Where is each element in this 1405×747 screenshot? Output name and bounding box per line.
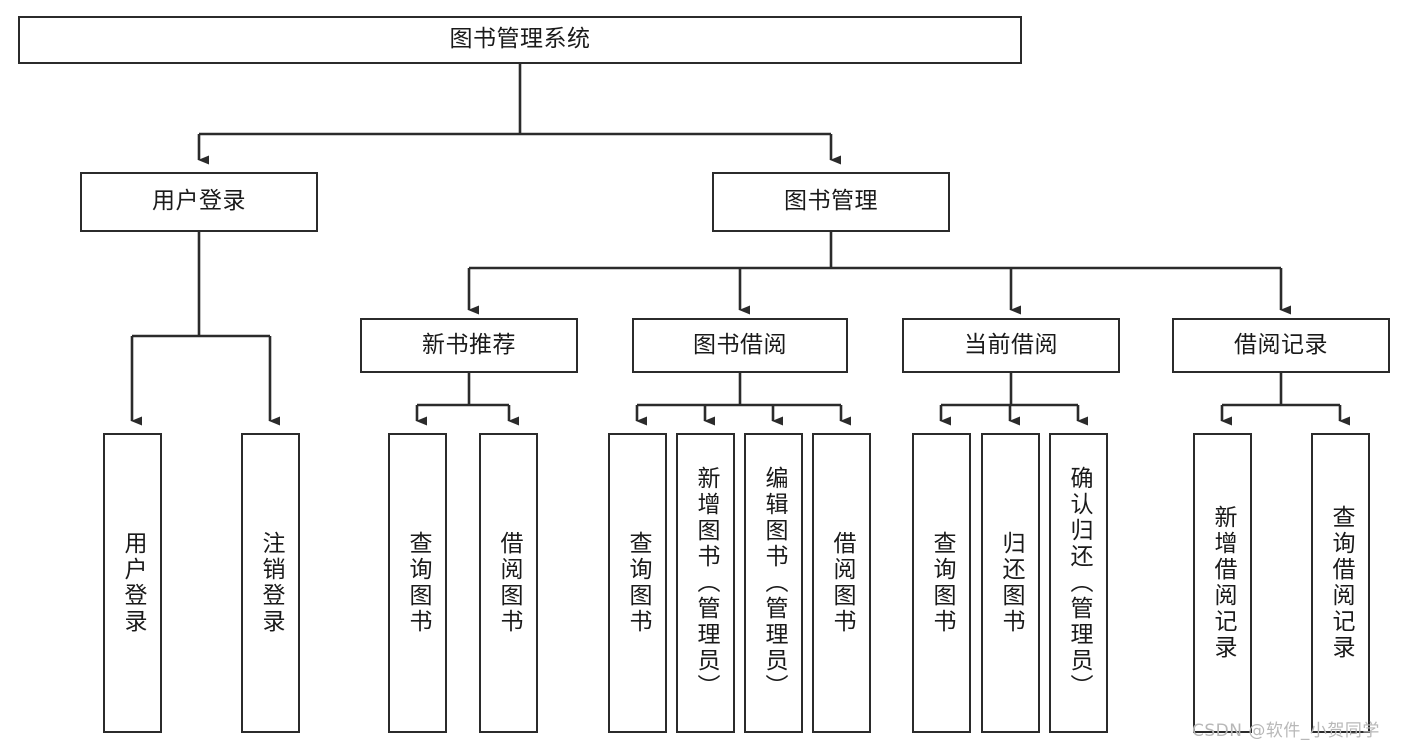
node-root-system[interactable]: 图书管理系统	[18, 16, 1022, 64]
leaf-user-login-2[interactable]: 注销登录	[241, 433, 300, 733]
node-book-management[interactable]: 图书管理	[712, 172, 950, 232]
node-book-borrow-label: 图书借阅	[693, 331, 787, 358]
leaf-book-borrow-3-label: 编辑图书（管理员）	[761, 466, 787, 700]
node-new-book-recommend-label: 新书推荐	[422, 331, 516, 358]
node-user-login-label: 用户登录	[152, 188, 246, 215]
leaf-user-login-1[interactable]: 用户登录	[103, 433, 162, 733]
leaf-borrow-record-1-label: 新增借阅记录	[1210, 505, 1236, 661]
node-new-book-recommend[interactable]: 新书推荐	[360, 318, 578, 373]
node-current-borrow[interactable]: 当前借阅	[902, 318, 1120, 373]
leaf-current-borrow-1-label: 查询图书	[929, 531, 955, 635]
leaf-book-borrow-4[interactable]: 借阅图书	[812, 433, 871, 733]
leaf-book-borrow-1-label: 查询图书	[625, 531, 651, 635]
leaf-current-borrow-3[interactable]: 确认归还（管理员）	[1049, 433, 1108, 733]
node-current-borrow-label: 当前借阅	[964, 331, 1058, 358]
leaf-borrow-record-1[interactable]: 新增借阅记录	[1193, 433, 1252, 733]
leaf-user-login-1-label: 用户登录	[120, 531, 146, 635]
leaf-new-book-1-label: 查询图书	[405, 531, 431, 635]
node-book-management-label: 图书管理	[784, 188, 878, 215]
leaf-borrow-record-2[interactable]: 查询借阅记录	[1311, 433, 1370, 733]
leaf-book-borrow-4-label: 借阅图书	[829, 531, 855, 635]
leaf-book-borrow-2[interactable]: 新增图书（管理员）	[676, 433, 735, 733]
node-book-borrow[interactable]: 图书借阅	[632, 318, 848, 373]
leaf-book-borrow-1[interactable]: 查询图书	[608, 433, 667, 733]
leaf-book-borrow-3[interactable]: 编辑图书（管理员）	[744, 433, 803, 733]
leaf-current-borrow-2-label: 归还图书	[998, 531, 1024, 635]
node-root-system-label: 图书管理系统	[449, 26, 591, 53]
leaf-user-login-2-label: 注销登录	[258, 531, 284, 635]
leaf-new-book-1[interactable]: 查询图书	[388, 433, 447, 733]
node-borrow-record[interactable]: 借阅记录	[1172, 318, 1390, 373]
leaf-book-borrow-2-label: 新增图书（管理员）	[693, 466, 719, 700]
leaf-current-borrow-2[interactable]: 归还图书	[981, 433, 1040, 733]
leaf-borrow-record-2-label: 查询借阅记录	[1328, 505, 1354, 661]
leaf-new-book-2[interactable]: 借阅图书	[479, 433, 538, 733]
leaf-new-book-2-label: 借阅图书	[496, 531, 522, 635]
node-borrow-record-label: 借阅记录	[1234, 331, 1328, 358]
leaf-current-borrow-3-label: 确认归还（管理员）	[1066, 466, 1092, 700]
node-user-login[interactable]: 用户登录	[80, 172, 318, 232]
leaf-current-borrow-1[interactable]: 查询图书	[912, 433, 971, 733]
